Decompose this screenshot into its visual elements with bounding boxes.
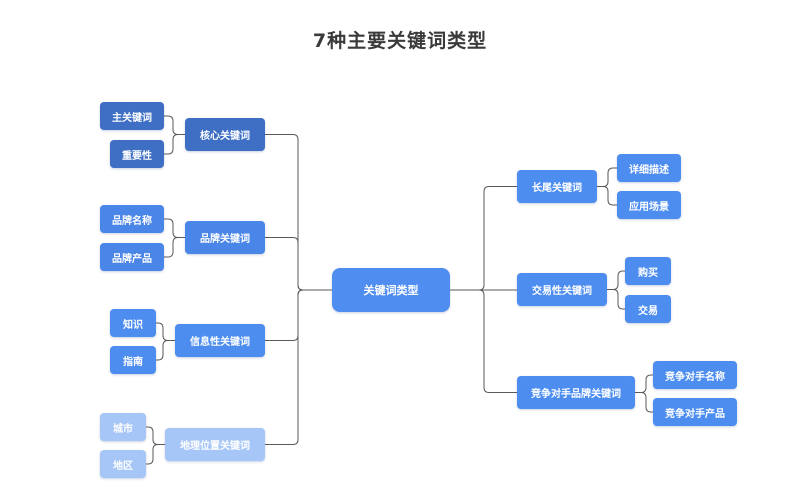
leaf-brand-name: 品牌名称 (100, 205, 164, 233)
leaf-label: 应用场景 (629, 201, 669, 213)
leaf-brand-product: 品牌产品 (100, 243, 164, 271)
leaf-label: 品牌产品 (112, 253, 152, 265)
leaf-label: 城市 (113, 423, 133, 435)
leaf-label: 重要性 (122, 150, 152, 162)
leaf-knowledge: 知识 (110, 309, 156, 337)
connector-competitor-leaf-0 (635, 374, 653, 393)
connector-longtail-leaf-1 (597, 186, 617, 206)
connector-transactional-leaf-0 (607, 270, 625, 290)
leaf-label: 竞争对手产品 (665, 408, 725, 420)
connector-brand-leaf-0 (164, 218, 185, 238)
leaf-competitor-name: 竞争对手名称 (653, 361, 737, 389)
connector-core-leaf-1 (164, 134, 185, 155)
root-node: 关键词类型 (332, 268, 450, 312)
root-node-label: 关键词类型 (363, 284, 419, 297)
leaf-region: 地区 (100, 450, 146, 478)
connector-root-geo (265, 289, 332, 445)
category-geo-keywords: 地理位置关键词 (165, 428, 265, 461)
leaf-label: 地区 (113, 460, 133, 472)
connector-info-leaf-0 (156, 322, 175, 341)
leaf-detailed-description: 详细描述 (617, 154, 681, 182)
connector-transactional-leaf-1 (607, 289, 625, 310)
category-label: 信息性关键词 (190, 337, 250, 348)
connector-root-competitor (450, 289, 517, 393)
connector-core-leaf-0 (164, 115, 185, 135)
leaf-label: 品牌名称 (112, 215, 152, 227)
leaf-use-case: 应用场景 (617, 191, 681, 219)
category-core-keywords: 核心关键词 (185, 118, 265, 151)
leaf-label: 指南 (123, 356, 143, 368)
category-label: 长尾关键词 (532, 183, 582, 194)
category-long-tail-keywords: 长尾关键词 (517, 170, 597, 203)
leaf-purchase: 购买 (625, 257, 671, 285)
leaf-label: 详细描述 (629, 164, 669, 176)
leaf-label: 主关键词 (112, 112, 152, 124)
connector-info-leaf-1 (156, 340, 175, 361)
category-informational-keywords: 信息性关键词 (175, 324, 265, 357)
connector-root-longtail (450, 186, 517, 291)
category-label: 竞争对手品牌关键词 (531, 389, 621, 400)
category-label: 交易性关键词 (532, 286, 592, 297)
connector-geo-leaf-0 (146, 426, 165, 445)
category-brand-keywords: 品牌关键词 (185, 221, 265, 254)
connector-longtail-leaf-0 (597, 167, 617, 187)
category-competitor-brand-keywords: 竞争对手品牌关键词 (517, 376, 635, 409)
leaf-competitor-product: 竞争对手产品 (653, 398, 737, 426)
leaf-transaction: 交易 (625, 295, 671, 323)
connector-root-brand (265, 237, 332, 291)
leaf-guide: 指南 (110, 346, 156, 374)
diagram-title: 7种主要关键词类型 (312, 30, 488, 52)
category-transactional-keywords: 交易性关键词 (517, 273, 607, 306)
leaf-label: 竞争对手名称 (665, 371, 725, 383)
connector-competitor-leaf-1 (635, 392, 653, 413)
category-label: 核心关键词 (200, 131, 250, 142)
leaf-importance: 重要性 (110, 140, 164, 168)
connector-brand-leaf-1 (164, 237, 185, 258)
leaf-main-keyword: 主关键词 (100, 102, 164, 130)
leaf-city: 城市 (100, 413, 146, 441)
leaf-label: 购买 (638, 267, 658, 279)
connector-geo-leaf-1 (146, 444, 165, 465)
category-label: 品牌关键词 (200, 234, 250, 245)
leaf-label: 交易 (638, 305, 658, 317)
category-label: 地理位置关键词 (180, 441, 250, 452)
leaf-label: 知识 (123, 319, 143, 331)
